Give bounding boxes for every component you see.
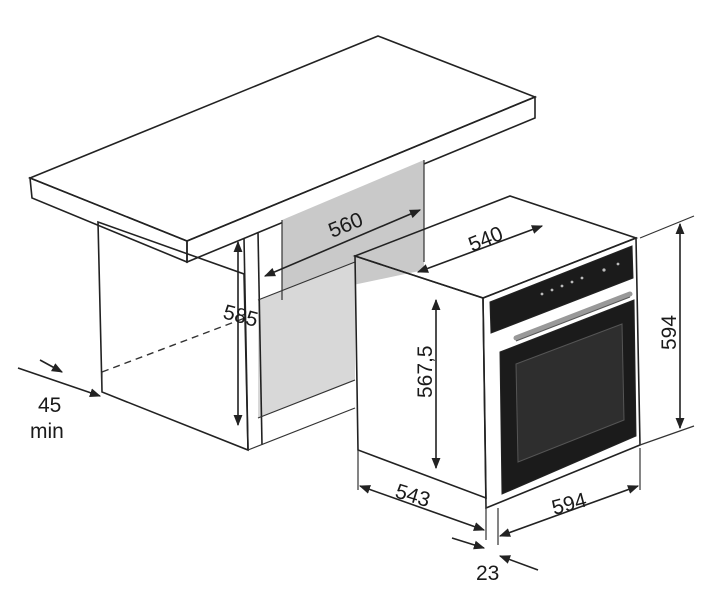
cabinet (27, 35, 538, 452)
vent-gap-value: 45 (38, 394, 61, 417)
oven-front-width-line (498, 485, 640, 537)
oven-front-height-label: 594 (658, 315, 681, 350)
oven-control-panel (489, 245, 634, 334)
niche-width-line (263, 209, 422, 277)
oven-depth-top-line (416, 225, 544, 273)
oven-body-height-label: 567,5 (414, 345, 437, 398)
control-panel-dots (540, 262, 620, 296)
vent-gap-unit: min (30, 420, 64, 443)
niche-inner-lower (258, 262, 355, 418)
front-panel-depth-label: 23 (476, 562, 499, 585)
frame-post-right (257, 231, 263, 446)
oven-door-inner-glass (515, 323, 625, 463)
oven (352, 195, 641, 510)
countertop-top (27, 35, 538, 242)
oven-body-depth-label: 543 (393, 480, 433, 512)
oven-door-handle (513, 291, 633, 341)
countertop-right (186, 95, 536, 264)
countertop-front (29, 176, 188, 264)
vent-gap-line (17, 367, 102, 397)
oven-front-width-label: 594 (549, 488, 589, 519)
oven-depth-top-label: 540 (465, 222, 506, 256)
frame-post-left (243, 237, 249, 451)
niche-height-label: 585 (221, 301, 261, 332)
oven-body-depth-line (358, 485, 486, 531)
vent-dash-line (101, 317, 246, 373)
